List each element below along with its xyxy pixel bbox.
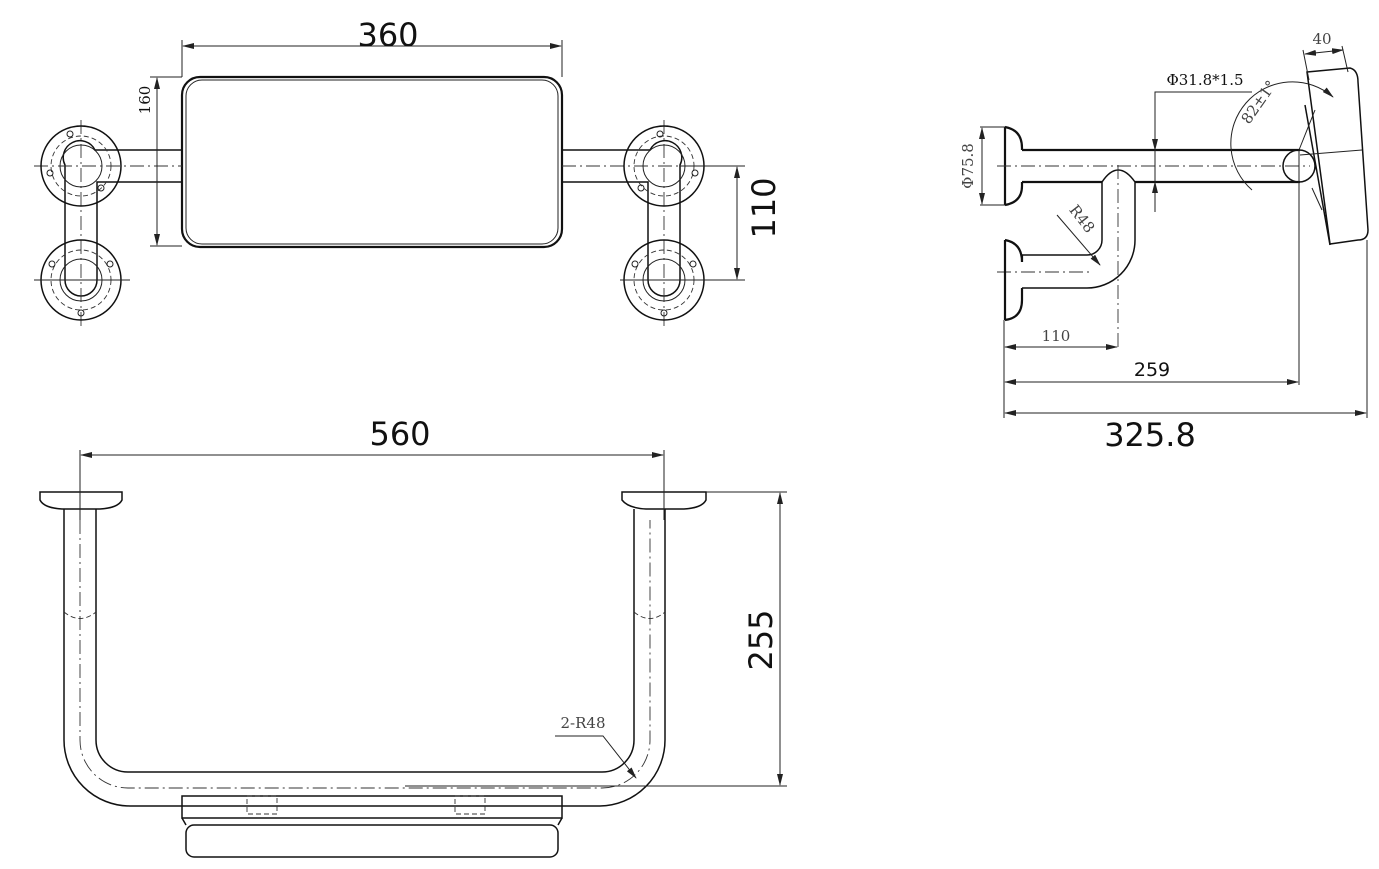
dimension-tube-spec: Φ31.8*1.5: [1152, 71, 1252, 212]
dimension-total-depth: 325.8: [1004, 410, 1367, 454]
dimension-label-bend-note: 2-R48: [561, 714, 606, 732]
dimension-label-110: 110: [745, 177, 783, 238]
left-flange: [39, 491, 123, 510]
dimension-label-160: 160: [136, 86, 154, 115]
seat-front: [181, 795, 563, 858]
dimension-flange-diameter: Φ75.8: [959, 126, 1005, 206]
backrest-pad: [180, 75, 564, 249]
dimension-pivot-distance: 259: [1004, 359, 1299, 385]
dimension-label-360: 360: [357, 16, 418, 54]
dimension-pad-thickness: 40: [1302, 30, 1349, 81]
dimension-560: 560: [79, 415, 665, 520]
dimension-255: 255: [405, 491, 787, 787]
dimension-label-total-depth: 325.8: [1104, 416, 1196, 454]
right-tube-assembly: [562, 120, 740, 330]
top-view: 360 160 110: [34, 16, 783, 330]
dimension-label-pivot-distance: 259: [1134, 359, 1170, 381]
right-flange: [621, 491, 707, 510]
dimension-label-flange-diameter: Φ75.8: [959, 143, 977, 189]
seat-pad-side: [1298, 67, 1369, 246]
dimension-160: 160: [136, 76, 182, 247]
dimension-label-pad-thickness: 40: [1312, 30, 1331, 48]
side-view: Φ75.8 Φ31.8*1.5 40 82±1° R48: [959, 30, 1369, 454]
dimension-label-255: 255: [742, 609, 780, 670]
dimension-label-tilt-angle: 82±1°: [1238, 77, 1281, 127]
dimension-label-tube-spec: Φ31.8*1.5: [1166, 71, 1243, 89]
dimension-360: 360: [181, 16, 563, 77]
dimension-110-top: 110: [680, 165, 783, 281]
left-tube-assembly: [34, 120, 182, 330]
dimension-lower-arm: 110: [1004, 327, 1118, 350]
dimension-label-lower-arm: 110: [1042, 327, 1071, 345]
dimension-bend-note: 2-R48: [555, 714, 637, 779]
front-view: 560 255 2-R48: [39, 415, 787, 858]
dimension-label-560: 560: [369, 415, 430, 453]
